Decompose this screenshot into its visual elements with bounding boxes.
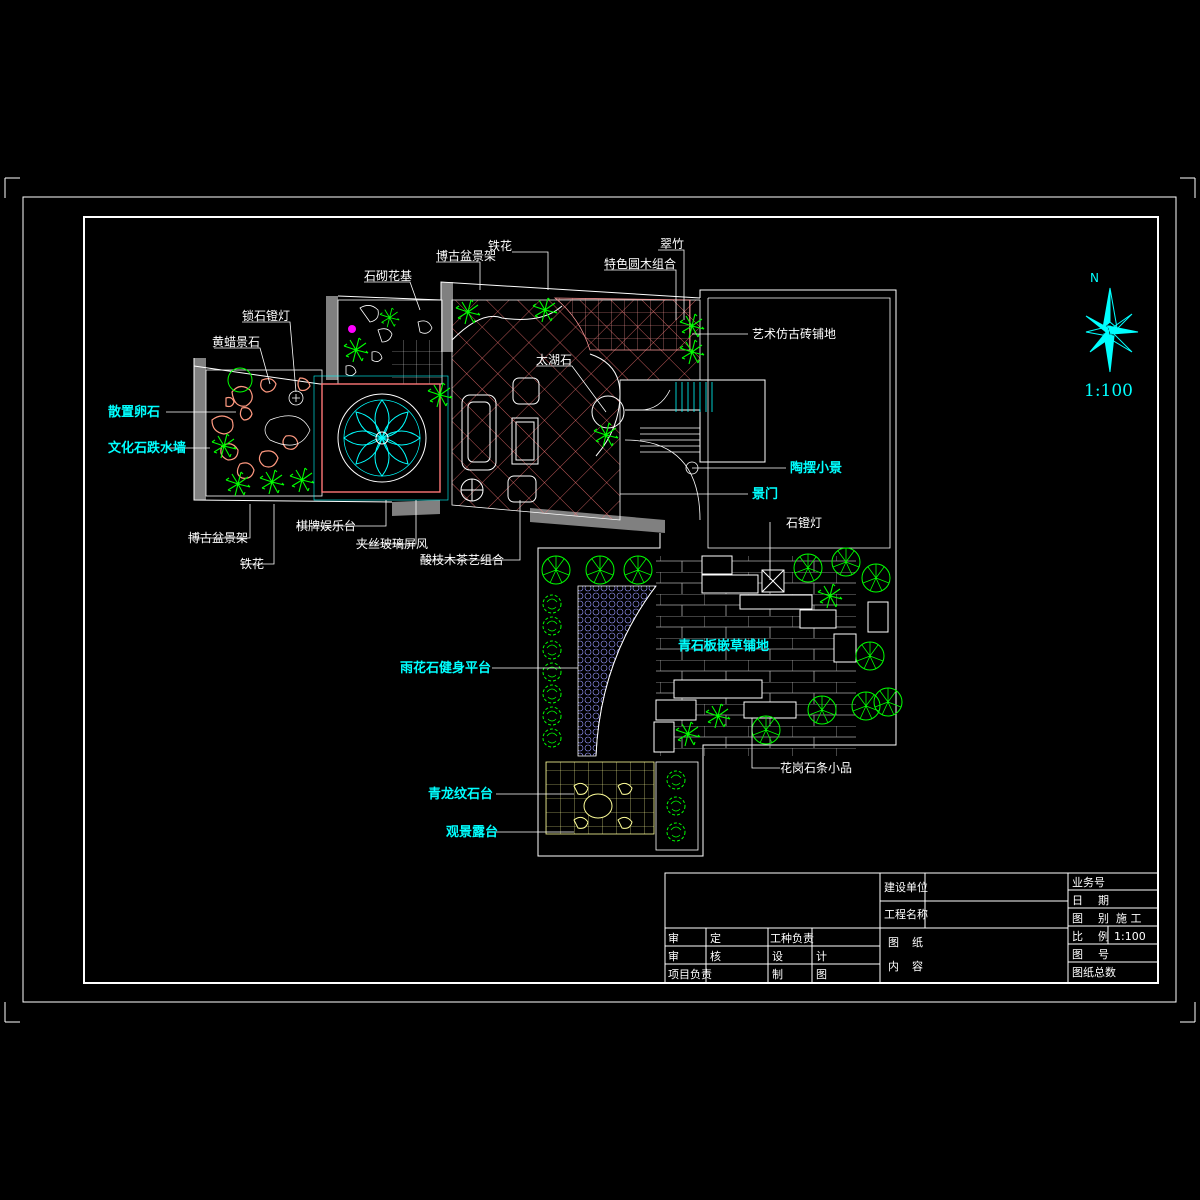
- label-qipai: 棋牌娱乐台: [296, 518, 356, 533]
- tb-tubie-b: 别: [1098, 912, 1109, 925]
- stairs: [639, 382, 713, 475]
- tb-bili-value: 1:100: [1114, 930, 1146, 943]
- label-tiehua-bottom: 铁花: [240, 556, 264, 571]
- tb-tuzhi-neirong-a: 图: [888, 936, 899, 949]
- label-tese-yuanmu: 特色圆木组合: [604, 256, 676, 271]
- corner-marks: [4, 177, 1196, 1023]
- plan-labels: 博古盆景架 铁花 翠竹 特色圆木组合 石砌花基 锁石镫灯 黄蜡景石 散置卵石 文…: [108, 237, 852, 840]
- tb-tuzhi-neirong-c: 内: [888, 959, 899, 973]
- label-sanzhi-luanshi: 散置卵石: [108, 404, 160, 420]
- label-wenhuashi: 文化石跌水墙: [108, 440, 186, 456]
- label-suanzhi-mucha: 酸枝木茶艺组合: [420, 552, 504, 567]
- north-letter: N: [1090, 271, 1099, 285]
- label-yuhuashi: 雨花石健身平台: [400, 660, 491, 676]
- tb-xiangmu-fuze: 项目负责: [668, 967, 712, 981]
- tb-tubie-value: 施 工: [1116, 912, 1142, 925]
- label-bogu-bottom: 博古盆景架: [188, 530, 248, 545]
- outer-frame: [22, 196, 1177, 1003]
- tb-tuhao-b: 号: [1098, 948, 1109, 961]
- label-qinglongwen: 青龙纹石台: [428, 786, 493, 802]
- tb-shen-b: 定: [710, 931, 721, 945]
- stone-planter: [337, 299, 443, 385]
- label-yishu-fanggu: 艺术仿古砖铺地: [752, 326, 836, 341]
- tb-bili-a: 比: [1072, 930, 1083, 943]
- tb-tuzhi-neirong-d: 容: [912, 959, 923, 973]
- label-jiasi-boli: 夹丝玻璃屏风: [356, 537, 428, 551]
- label-cuizhu: 翠竹: [660, 237, 684, 251]
- tb-sheji-a: 设: [772, 950, 783, 963]
- label-shiqi-huatan: 石砌花基: [364, 268, 412, 283]
- tb-sheji-b: 计: [816, 950, 827, 963]
- tb-jianshe-danwei: 建设单位: [884, 880, 928, 894]
- north-arrow-icon: [1085, 287, 1139, 373]
- title-block: 建设单位 工程名称 业务号 日 期 图 别 施 工 比 例 1:100 图 号 …: [664, 872, 1159, 984]
- drawing-scale: 1:100: [1084, 381, 1133, 401]
- tb-tuhao-a: 图: [1072, 948, 1083, 961]
- walls: [194, 282, 665, 533]
- label-bogu-top: 博古盆景架: [436, 248, 496, 263]
- card-table-room: [313, 375, 449, 501]
- tea-hall: [427, 297, 705, 521]
- label-tiehua-top: 铁花: [488, 238, 512, 253]
- tb-bili-b: 例: [1098, 929, 1109, 943]
- tb-riqi-b: 期: [1098, 894, 1109, 907]
- tb-riqi-a: 日: [1072, 894, 1083, 907]
- label-qingshiban: 青石板嵌草铺地: [678, 638, 769, 654]
- lower-garden: [541, 547, 903, 851]
- rockery-garden: [205, 367, 323, 497]
- tb-zhitu-a: 制: [772, 968, 783, 981]
- label-huagangshi: 花岗石条小品: [780, 760, 852, 775]
- tb-zhitu-b: 图: [816, 968, 827, 981]
- tb-shen2-b: 核: [710, 949, 721, 963]
- tb-tuzhi-neirong-b: 纸: [912, 936, 923, 949]
- tb-shen-a: 审: [668, 931, 679, 945]
- tb-gongcheng-mingcheng: 工程名称: [884, 907, 928, 921]
- tb-gongzhong-fuze: 工种负责: [770, 931, 814, 945]
- label-huangla-jingshi: 黄蜡景石: [212, 335, 260, 349]
- tb-yewuhao: 业务号: [1072, 876, 1105, 889]
- label-shidengdeng: 石镫灯: [786, 515, 822, 530]
- leader-lines: [166, 249, 786, 833]
- label-suoshi-dengdeng: 锁石镫灯: [242, 308, 290, 323]
- label-guanjing-lutai: 观景露台: [446, 824, 498, 840]
- tb-tuzhi-zongshu: 图纸总数: [1072, 965, 1116, 979]
- inner-frame: [83, 216, 1159, 984]
- site-plan: N 1:100: [193, 271, 1139, 857]
- label-jingmen: 景门: [752, 486, 778, 502]
- tb-tubie-a: 图: [1072, 912, 1083, 925]
- label-taobai-xiaojing: 陶摆小景: [790, 460, 842, 476]
- tb-shen2-a: 审: [668, 949, 679, 963]
- label-taihushi: 太湖石: [536, 352, 572, 367]
